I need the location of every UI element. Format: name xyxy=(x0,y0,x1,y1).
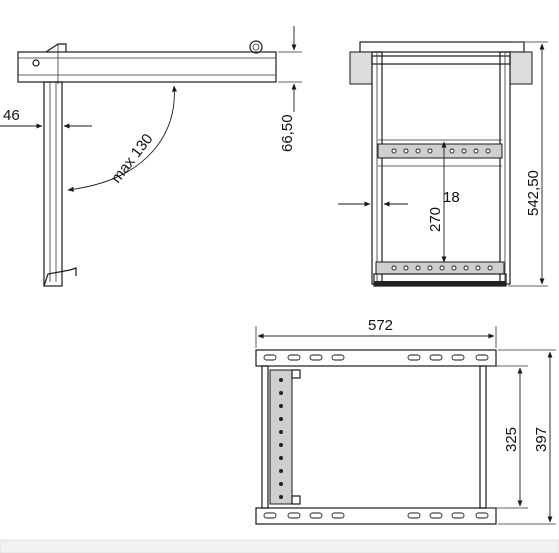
dim-front-height: 542,50 xyxy=(525,170,542,216)
dim-side-width: 46 xyxy=(3,107,20,124)
front-step-upper xyxy=(377,143,503,159)
top-view-lower-bar xyxy=(255,507,497,525)
rail-bracket xyxy=(45,43,67,53)
swing-arc xyxy=(67,85,178,192)
rail-bolt-icon xyxy=(32,59,40,67)
top-view-rail-right xyxy=(479,365,487,509)
dim-step-spacing: 270 xyxy=(427,207,444,232)
dim-top-depth: 325 xyxy=(503,427,520,452)
front-block-left xyxy=(349,51,373,85)
upper-step-holes xyxy=(391,148,491,154)
top-view-step xyxy=(269,369,293,505)
top-view: 572 325 397 xyxy=(255,317,556,525)
dim-top-overall-depth: 397 xyxy=(533,427,550,452)
lower-bar-slots xyxy=(263,512,489,519)
dim-top-width: 572 xyxy=(368,317,393,334)
front-upper-rail xyxy=(371,55,511,65)
dim-side-height: 66,50 xyxy=(279,114,296,152)
leg-foot xyxy=(43,267,77,287)
side-leg xyxy=(43,81,63,287)
dim-step-offset: 18 xyxy=(443,189,460,206)
step-clip-top xyxy=(291,369,301,379)
bottom-strip xyxy=(0,539,559,553)
front-block-right xyxy=(509,51,533,85)
side-view: 46 66,50 max 130 xyxy=(0,26,302,287)
front-view: 542,50 270 18 xyxy=(338,41,548,287)
front-top-bar xyxy=(359,41,525,53)
upper-bar-slots xyxy=(263,354,489,361)
dim-swing-angle: max 130 xyxy=(108,131,157,187)
top-view-upper-bar xyxy=(255,349,497,367)
side-rail xyxy=(17,51,277,83)
step-rivets xyxy=(279,378,283,499)
step-clip-bottom xyxy=(291,495,301,505)
top-view-rail-left xyxy=(261,365,269,509)
pivot-ring-icon xyxy=(249,40,263,54)
lower-step-holes xyxy=(391,265,493,271)
